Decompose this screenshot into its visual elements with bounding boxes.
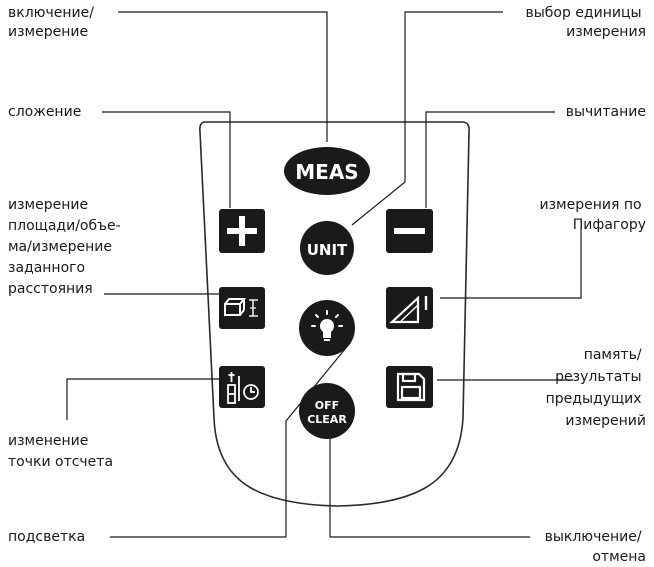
area-volume-icon — [224, 298, 258, 317]
plus-icon — [227, 216, 257, 246]
label-power-on: включение/ измерение — [8, 5, 98, 40]
minus-icon — [394, 228, 425, 234]
label-area-volume: измерение площади/объе- ма/измерение зад… — [8, 197, 125, 297]
leader-backlight — [110, 342, 351, 538]
label-power-off: выключение/ отмена — [545, 529, 646, 565]
label-pythagoras: измерения по Пифагору — [539, 197, 646, 233]
label-reference-point: изменение точки отсчета — [8, 433, 113, 470]
reference-point-icon — [227, 372, 259, 404]
plus-button[interactable] — [219, 209, 265, 253]
label-backlight: подсветка — [8, 529, 85, 545]
off-label: OFF — [315, 399, 339, 412]
floppy-disk-icon — [396, 372, 426, 402]
label-unit-select: выбор единицы измерения — [525, 5, 646, 40]
light-button[interactable] — [299, 300, 355, 356]
minus-button[interactable] — [386, 209, 433, 253]
memory-button[interactable] — [386, 366, 433, 408]
label-memory: память/ результаты предыдущих измерений — [546, 347, 646, 429]
area-volume-button[interactable] — [219, 287, 265, 329]
leader-addition — [102, 111, 231, 208]
bulb-icon — [311, 310, 343, 341]
meas-label: MEAS — [295, 160, 358, 184]
reference-point-button[interactable] — [219, 366, 265, 408]
leader-unit-select — [351, 11, 503, 226]
leader-reference-point — [66, 378, 230, 420]
off-clear-button[interactable]: OFF CLEAR — [299, 383, 355, 439]
meas-button[interactable]: MEAS — [284, 147, 370, 195]
leader-power-off — [329, 428, 530, 538]
leader-lines — [66, 11, 582, 538]
pythagoras-button[interactable] — [386, 287, 433, 329]
leader-power-on — [118, 11, 328, 142]
unit-button[interactable]: UNIT — [300, 221, 354, 275]
leader-pythagoras — [440, 228, 582, 299]
leader-subtraction — [425, 111, 555, 208]
pythagoras-icon — [389, 295, 428, 324]
keypad-outline — [199, 121, 470, 507]
label-addition: сложение — [8, 104, 81, 120]
clear-label: CLEAR — [307, 413, 347, 426]
label-subtraction: вычитание — [566, 104, 646, 120]
unit-label: UNIT — [307, 241, 348, 259]
